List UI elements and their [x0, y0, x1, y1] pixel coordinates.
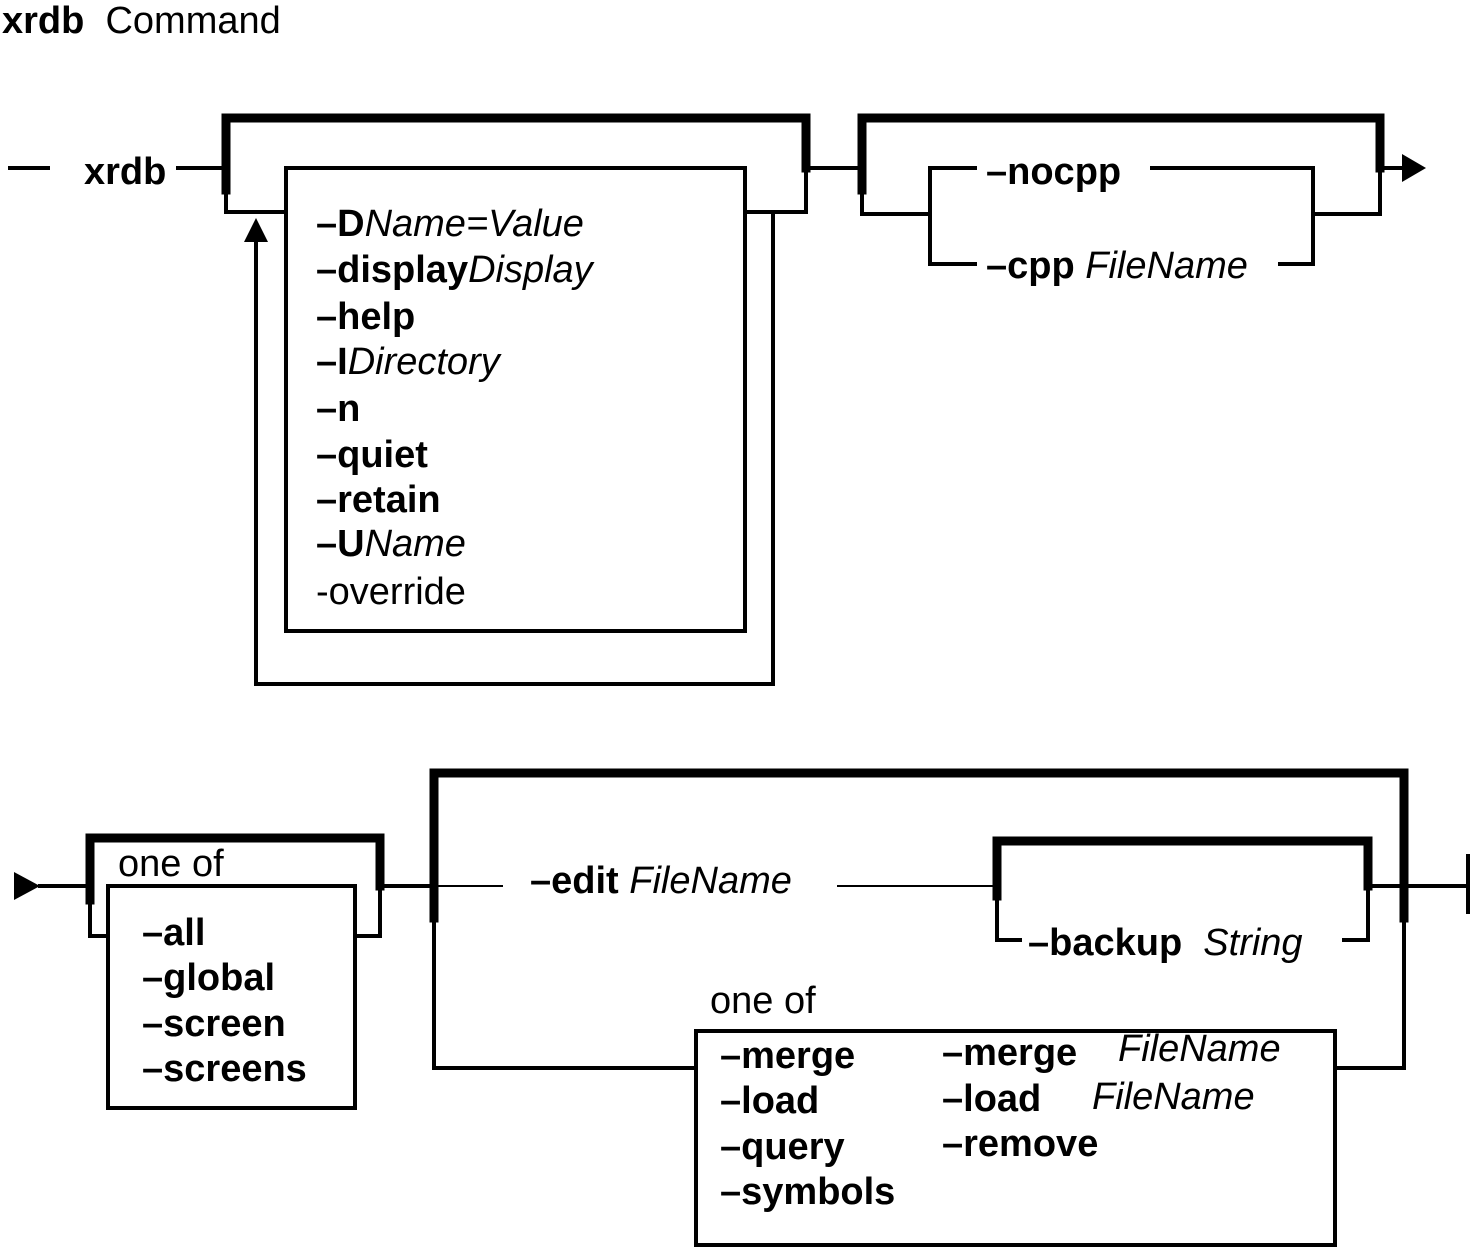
operation-right-flag: –load — [942, 1078, 1042, 1120]
scope-branch — [88, 884, 110, 938]
operation-left-item: –merge — [720, 1035, 856, 1077]
option-U: –UName — [316, 523, 466, 565]
options-bypass — [224, 166, 288, 214]
operation-left-item: –load — [720, 1080, 820, 1122]
operations-branch — [432, 884, 698, 1070]
continue-arrow-in — [14, 872, 40, 900]
scope-bracket — [85, 833, 385, 905]
nocpp-branch — [928, 166, 977, 216]
title-command: xrdb — [2, 0, 85, 42]
option-D: –DName=Value — [316, 203, 584, 245]
option-n: –n — [316, 388, 361, 430]
operation-right-flag: –remove — [942, 1123, 1099, 1165]
scope-item: –global — [142, 957, 276, 999]
continue-arrow-right — [1402, 154, 1426, 182]
loop-arrow-up — [244, 218, 268, 242]
operation-left-item: –query — [720, 1126, 845, 1168]
option-backup: –backup String — [1028, 922, 1303, 964]
option-edit: –edit FileName — [530, 860, 792, 902]
operation-right-arg: FileName — [1092, 1076, 1255, 1118]
page-title: xrdb Command — [2, 2, 281, 40]
option-retain: –retain — [316, 479, 441, 521]
repeat-loop — [254, 210, 775, 686]
options-bracket — [221, 113, 811, 195]
scope-exit — [353, 884, 382, 938]
operation-right-flag: –merge — [942, 1032, 1078, 1074]
operation-right-arg: FileName — [1118, 1028, 1281, 1070]
scope-label: one of — [118, 843, 224, 885]
operation-left-item: –symbols — [720, 1171, 896, 1213]
operations-label: one of — [710, 980, 816, 1022]
start-command: xrdb — [84, 151, 167, 193]
option-override: -override — [316, 571, 466, 613]
scope-item: –screens — [142, 1048, 307, 1090]
preprocessor-bracket — [857, 113, 1385, 195]
backup-branch — [995, 884, 1022, 942]
preprocessor-bypass — [860, 166, 932, 216]
operations-box — [694, 1029, 1337, 1247]
options-exit — [743, 166, 808, 214]
title-word: Command — [105, 0, 281, 42]
option-display: –displayDisplay — [316, 249, 593, 291]
scope-box — [106, 884, 357, 1110]
cpp-branch — [928, 212, 977, 266]
option-quiet: –quiet — [316, 434, 428, 476]
option-nocpp: –nocpp — [986, 151, 1122, 193]
options-box — [284, 166, 747, 633]
backup-exit — [1342, 884, 1370, 942]
scope-item: –screen — [142, 1003, 286, 1045]
option-help: –help — [316, 296, 416, 338]
option-cpp: –cpp FileName — [986, 245, 1248, 287]
backup-bracket — [992, 836, 1373, 901]
operation-bracket — [429, 768, 1409, 923]
option-I: –IDirectory — [316, 341, 500, 383]
preprocessor-exit — [1311, 166, 1382, 216]
operations-exit — [1333, 884, 1406, 1070]
scope-item: –all — [142, 912, 206, 954]
